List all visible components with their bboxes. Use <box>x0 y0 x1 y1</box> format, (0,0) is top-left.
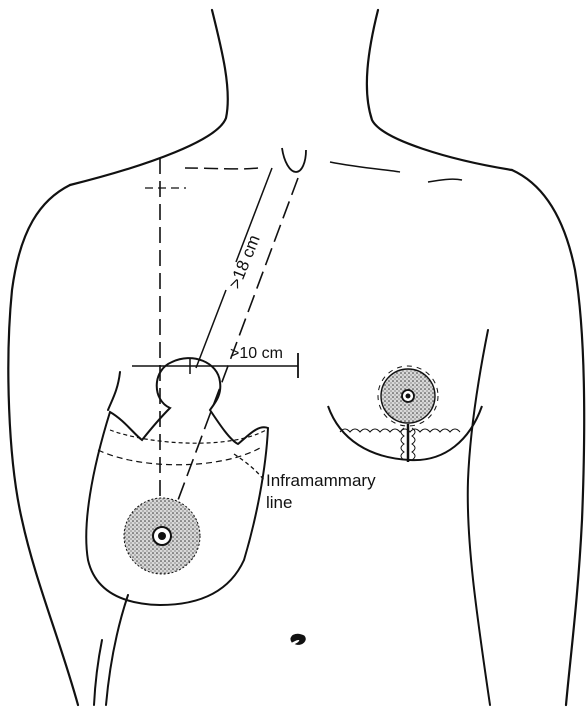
left-flank-lower <box>94 640 102 705</box>
neck-left-outline <box>70 10 228 185</box>
left-flank-outline <box>108 372 120 410</box>
inframammary-label-line2: line <box>266 493 292 512</box>
measure-18cm-label: >18 cm <box>225 232 264 291</box>
measure-18cm-line-lower <box>196 290 226 368</box>
measure-10cm-label: >10 cm <box>230 345 283 362</box>
left-arm-outline <box>8 185 78 705</box>
inframammary-label-line1: Inframammary <box>266 471 376 490</box>
right-nipple-center <box>406 394 411 399</box>
suprasternal-notch <box>282 148 306 172</box>
right-suture-scallops <box>340 429 460 432</box>
wise-dashed-curve-lower <box>98 448 260 465</box>
left-nipple-center <box>158 532 166 540</box>
inframammary-pointer <box>234 454 264 480</box>
right-flank-outline <box>468 330 490 705</box>
right-clavicle-end <box>428 179 462 182</box>
right-clavicle <box>330 162 400 172</box>
left-clavicle <box>185 168 258 169</box>
neck-right-outline <box>367 10 512 170</box>
left-inner-arm <box>106 595 128 705</box>
navel <box>291 634 305 644</box>
right-arm-outline <box>512 170 584 705</box>
